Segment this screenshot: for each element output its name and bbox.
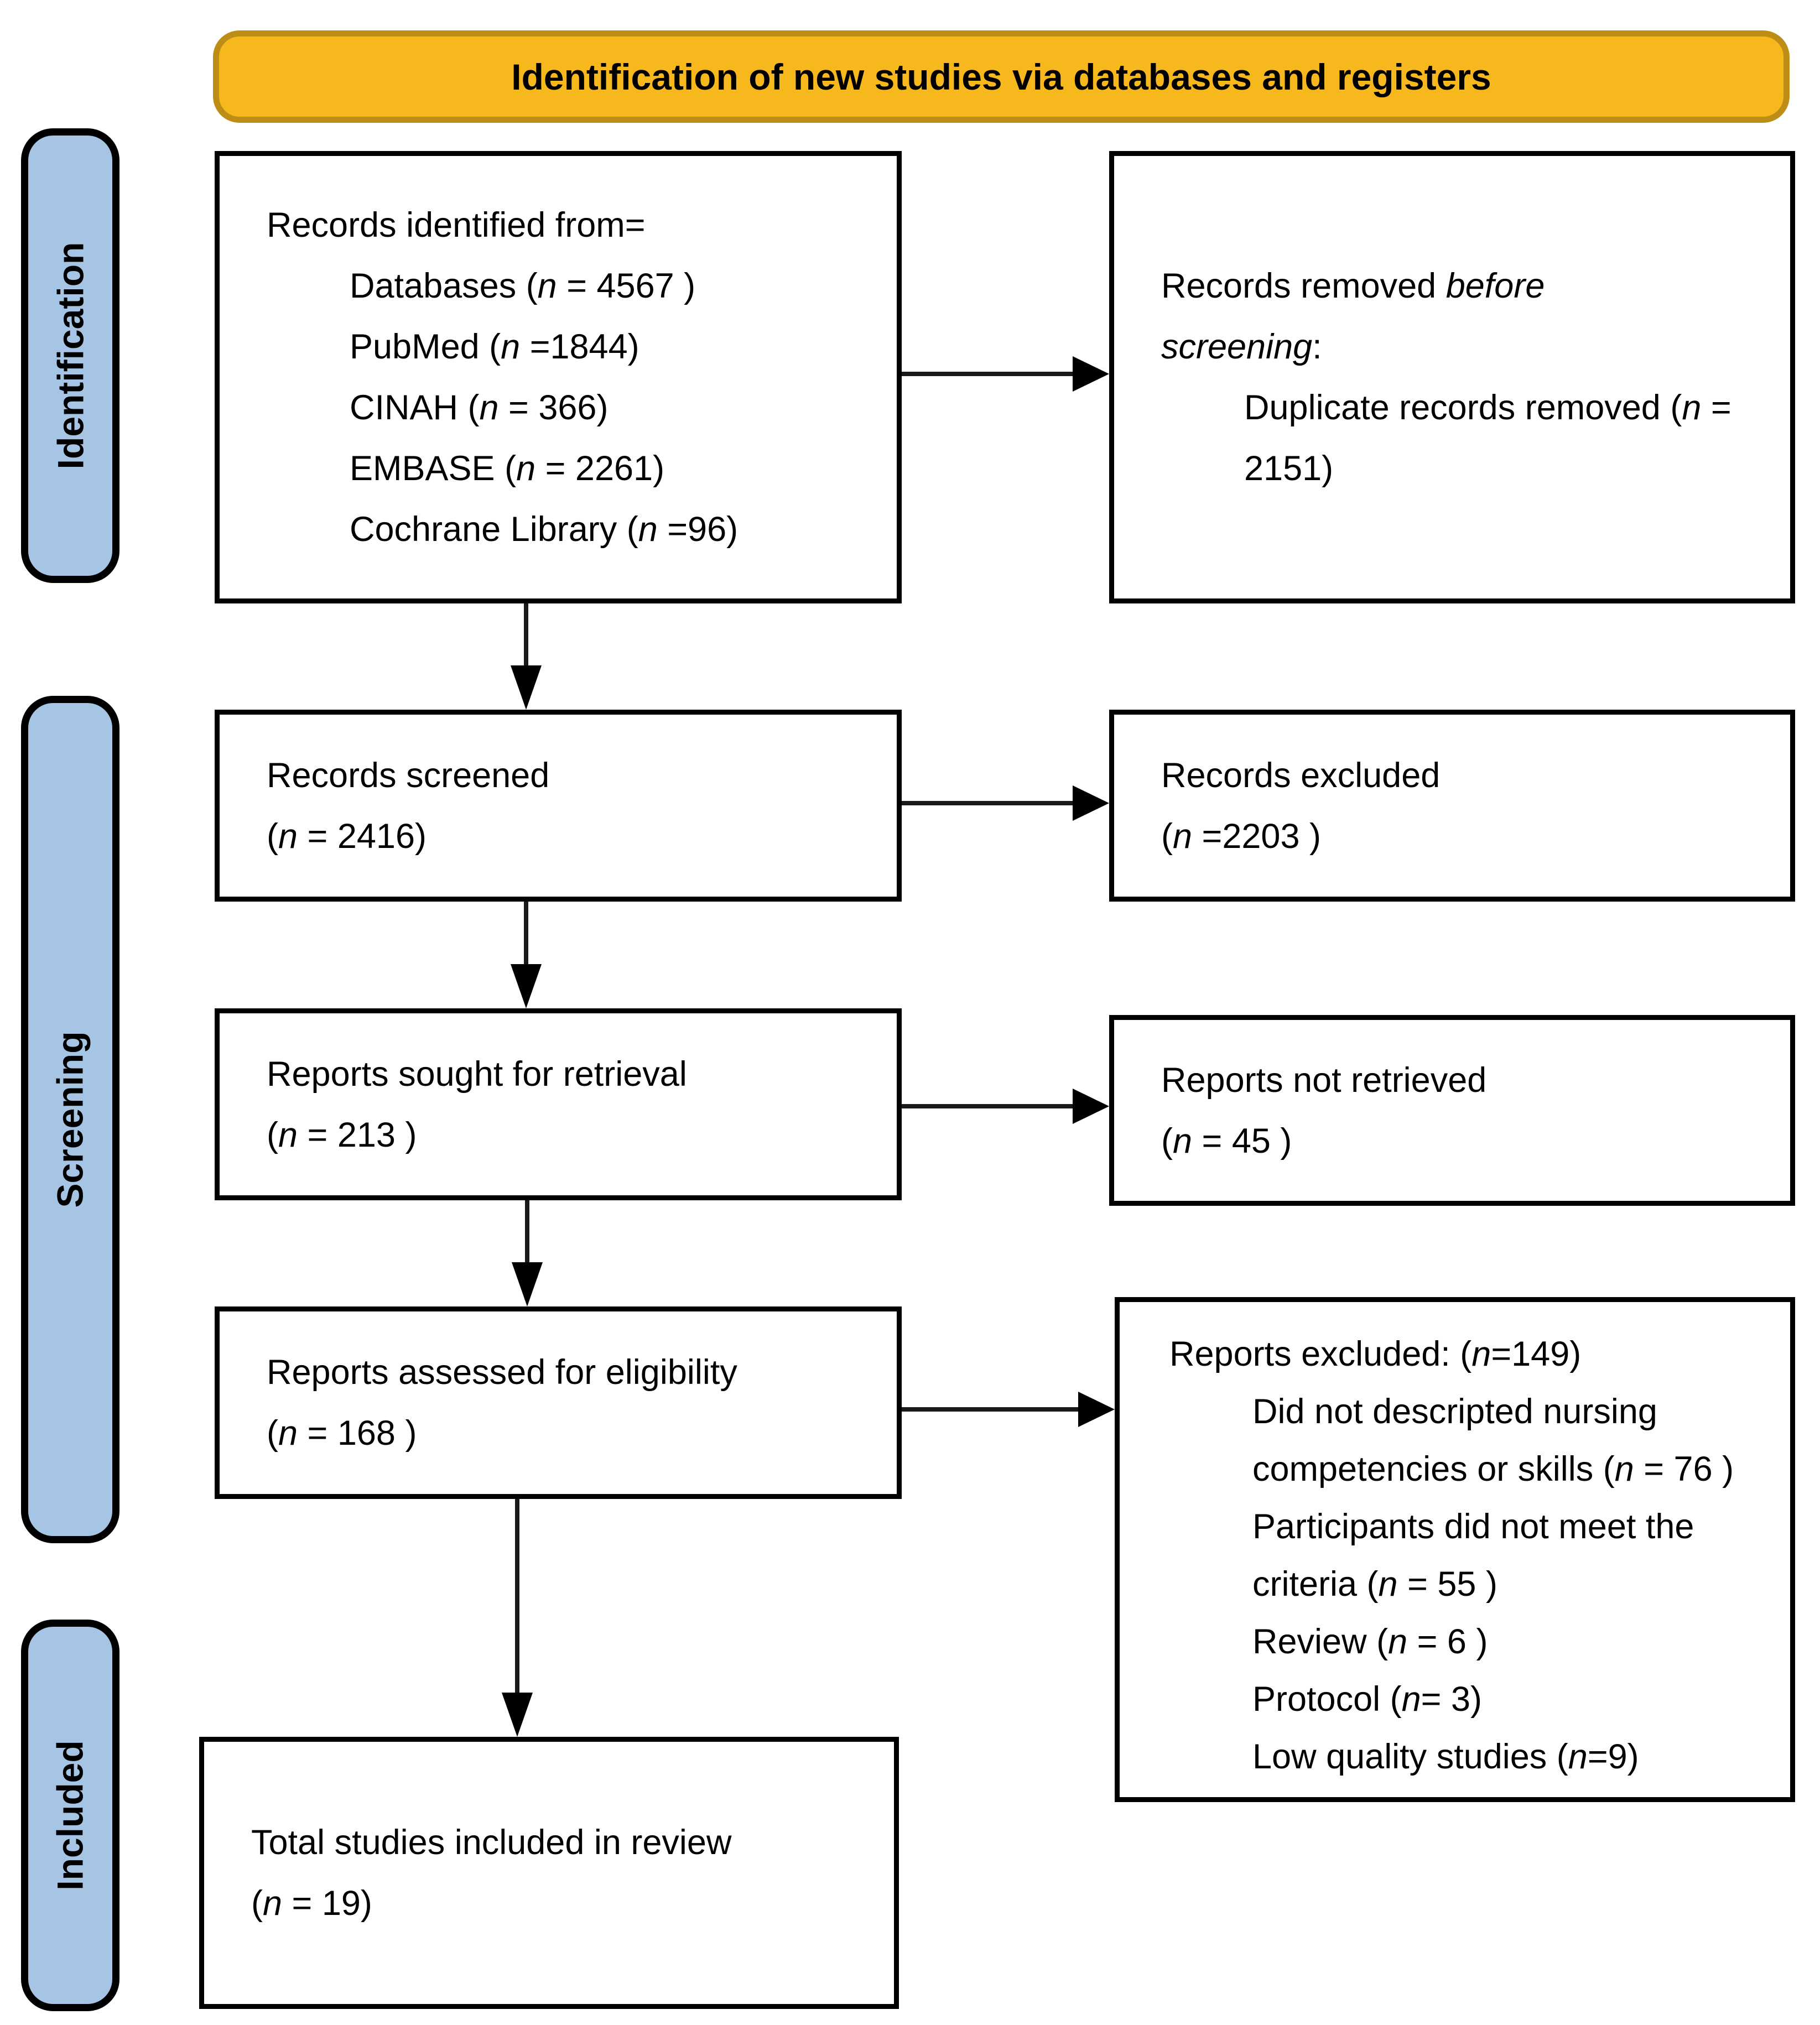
reports-excluded-item: Protocol (n= 3) [1252, 1680, 1482, 1719]
arrow-head [1073, 785, 1109, 821]
arrow-head [1073, 356, 1109, 392]
arrow-line [524, 902, 528, 965]
stage-label-included: Included [50, 1740, 91, 1891]
records-excluded-line: (n =2203 ) [1161, 816, 1321, 856]
records-excluded-line: Records excluded [1161, 756, 1441, 795]
arrow-line [902, 1407, 1081, 1412]
reports-excluded-item: Participants did not meet the criteria (… [1252, 1507, 1694, 1604]
total-included-line: (n = 19) [251, 1884, 372, 1923]
arrow-head [1078, 1392, 1115, 1427]
arrow-head [502, 1693, 533, 1737]
stage-label-screening: Screening [50, 1031, 91, 1208]
records-removed-title: Records removed before screening: [1161, 267, 1545, 366]
reports-not-retrieved-line: (n = 45 ) [1161, 1121, 1292, 1160]
arrow-head [512, 1262, 543, 1306]
arrow-line [902, 801, 1076, 805]
banner: Identification of new studies via databa… [213, 30, 1790, 123]
reports-sought-line: Reports sought for retrieval [267, 1054, 687, 1094]
records-screened-line: (n = 2416) [267, 816, 427, 856]
box-records-screened: Records screened (n = 2416) [215, 710, 902, 902]
records-identified-item: Cochrane Library (n =96) [350, 510, 739, 549]
arrow-line [525, 1200, 529, 1263]
reports-excluded-item: Review (n = 6 ) [1252, 1622, 1488, 1661]
box-reports-excluded: Reports excluded: (n=149) Did not descri… [1115, 1297, 1795, 1802]
box-reports-not-retrieved: Reports not retrieved (n = 45 ) [1109, 1015, 1795, 1206]
box-reports-assessed: Reports assessed for eligibility (n = 16… [215, 1306, 902, 1499]
stage-bar-identification: Identification [21, 128, 119, 583]
records-removed-item: Duplicate records removed (n = 2151) [1244, 388, 1731, 488]
stage-bar-included: Included [21, 1620, 119, 2011]
box-records-excluded: Records excluded (n =2203 ) [1109, 710, 1795, 902]
arrow-line [524, 603, 528, 667]
banner-title: Identification of new studies via databa… [511, 56, 1491, 97]
reports-excluded-item: Did not descripted nursing competencies … [1252, 1392, 1734, 1488]
reports-not-retrieved-line: Reports not retrieved [1161, 1060, 1487, 1100]
box-records-removed: Records removed before screening: Duplic… [1109, 151, 1795, 603]
arrow-right-icon-identified-to-removed [902, 356, 1109, 392]
reports-excluded-item: Low quality studies (n=9) [1252, 1737, 1639, 1776]
arrow-head [1073, 1089, 1109, 1124]
reports-sought-line: (n = 213 ) [267, 1115, 417, 1154]
stage-label-identification: Identification [50, 242, 91, 470]
stage-bar-screening: Screening [21, 696, 119, 1543]
records-identified-item: Databases (n = 4567 ) [350, 267, 696, 305]
box-total-included: Total studies included in review (n = 19… [199, 1737, 899, 2009]
arrow-line [902, 1104, 1076, 1108]
records-screened-line: Records screened [267, 756, 550, 795]
total-included-line: Total studies included in review [251, 1823, 732, 1862]
reports-assessed-line: (n = 168 ) [267, 1414, 417, 1453]
arrow-down-icon-assessed-to-included [502, 1499, 533, 1737]
arrow-head [511, 964, 542, 1008]
arrow-line [515, 1499, 519, 1694]
arrow-right-icon-assessed-to-excluded [902, 1392, 1115, 1427]
box-records-identified: Records identified from= Databases (n = … [215, 151, 902, 603]
arrow-down-icon-screened-to-sought [511, 902, 542, 1008]
records-identified-item: PubMed (n =1844) [350, 327, 639, 366]
arrow-right-icon-screened-to-excluded [902, 785, 1109, 821]
arrow-down-icon-identified-to-screened [511, 603, 542, 710]
records-identified-item: EMBASE (n = 2261) [350, 449, 665, 488]
arrow-right-icon-sought-to-not-retrieved [902, 1089, 1109, 1124]
records-identified-title: Records identified from= [267, 206, 646, 244]
reports-excluded-title: Reports excluded: (n=149) [1169, 1335, 1582, 1373]
arrow-head [511, 665, 542, 710]
arrow-down-icon-sought-to-assessed [512, 1200, 543, 1306]
arrow-line [902, 372, 1076, 376]
reports-assessed-line: Reports assessed for eligibility [267, 1353, 737, 1392]
records-identified-item: CINAH (n = 366) [350, 388, 609, 427]
box-reports-sought: Reports sought for retrieval (n = 213 ) [215, 1008, 902, 1200]
